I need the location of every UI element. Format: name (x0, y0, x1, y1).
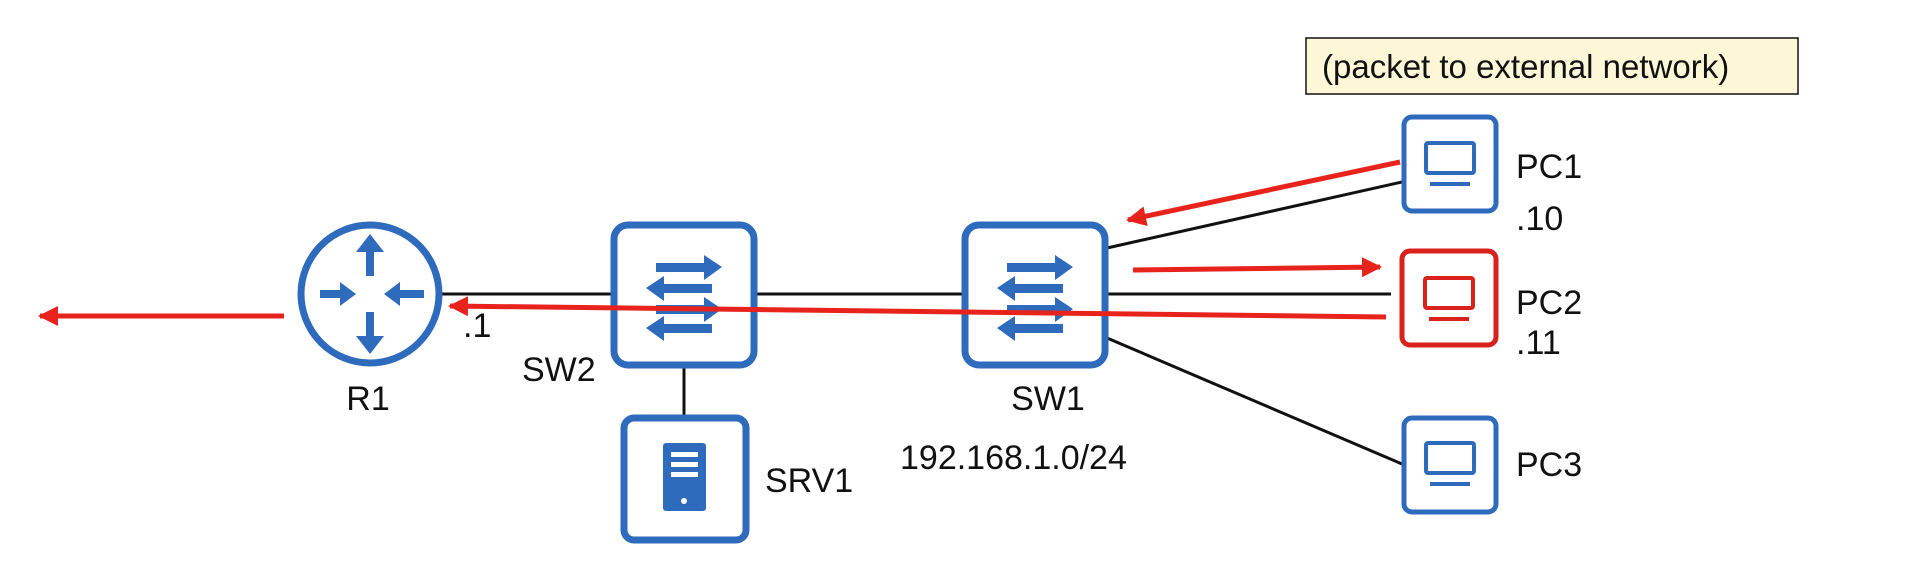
packet-flow-arrows (38, 159, 1401, 326)
switch-icon (610, 221, 758, 369)
sw1-label: SW1 (1011, 380, 1085, 418)
sw2-label: SW2 (522, 351, 596, 389)
switch-icon (961, 221, 1109, 369)
callout-box: (packet to external network) (1305, 37, 1799, 95)
arrow-pc2-to-r1 (448, 296, 1387, 320)
pc-pc1[interactable] (1401, 114, 1499, 214)
pc1-label: PC1 (1516, 148, 1582, 186)
switch-sw2[interactable] (610, 221, 758, 369)
subnet-label: 192.168.1.0/24 (900, 439, 1127, 477)
switch-sw1[interactable] (961, 221, 1109, 369)
srv1-label: SRV1 (765, 462, 853, 500)
pc2-host-label: .11 (1516, 324, 1561, 362)
r1-interface-label: .1 (463, 307, 491, 345)
pc2-label: PC2 (1516, 284, 1582, 322)
network-links (440, 180, 1403, 466)
pc1-host-label: .10 (1516, 200, 1563, 238)
pc-pc2[interactable] (1399, 248, 1499, 348)
pc-icon (1399, 248, 1499, 348)
callout-text: (packet to external network) (1322, 48, 1729, 85)
server-icon (620, 414, 750, 544)
r1-label: R1 (346, 380, 389, 418)
server-srv1[interactable] (620, 414, 750, 544)
router-r1[interactable] (297, 221, 443, 367)
pc3-label: PC3 (1516, 446, 1582, 484)
pc-icon (1401, 114, 1499, 214)
link-sw1-pc1 (1106, 180, 1403, 250)
pc-pc3[interactable] (1401, 415, 1499, 515)
arrow-pc1-to-sw1 (1126, 159, 1401, 227)
pc-icon (1401, 415, 1499, 515)
arrow-sw1-to-pc2 (1132, 257, 1382, 278)
router-icon (297, 221, 443, 367)
link-sw1-pc3 (1106, 336, 1403, 466)
